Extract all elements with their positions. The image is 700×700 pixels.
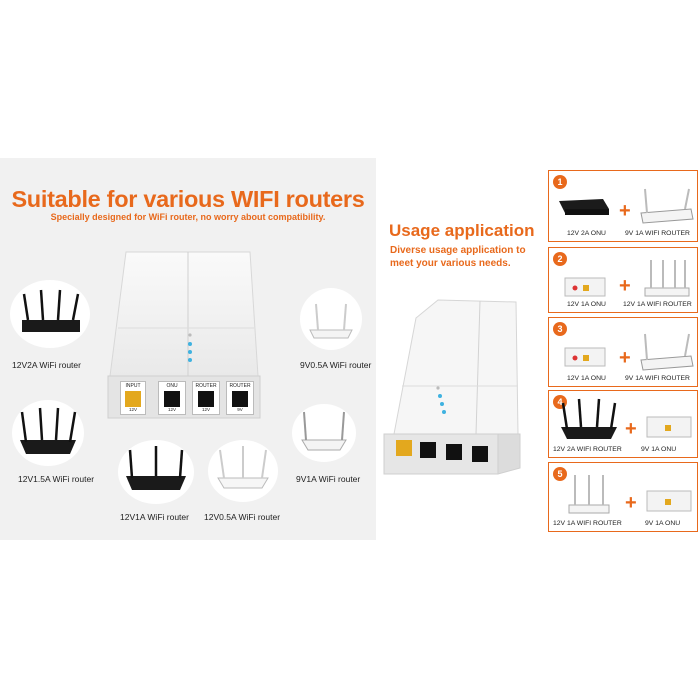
port-label: INPUT [125,383,141,389]
router-label: 12V2A WiFi router [12,360,81,370]
usage-right-label: 9V 1A ONU [641,446,677,453]
port-voltage: 12V [167,407,176,412]
usage-right-label: 9V 1A WIFI ROUTER [625,375,690,382]
plus-icon: + [625,418,637,440]
usage-right-label: 9V 1A WIFI ROUTER [625,230,690,237]
port-voltage: 12V [128,407,137,412]
router-image-frame [118,440,194,504]
input-port: INPUT 12V [120,381,146,415]
router-image-frame [12,400,84,466]
port-label: ROUTER [195,383,217,389]
dc-input-jack [125,391,141,407]
router-label: 12V1A WiFi router [120,512,189,522]
dc-output-jack [232,391,248,407]
white-router-icon [217,446,269,489]
usage-item-1: 1 + 12V 2A ONU 9V 1A WIFI ROUTER [548,170,698,242]
plus-icon: + [619,275,631,297]
usage-item-3: 3 + 12V 1A ONU 9V 1A WIFI ROUTER [548,317,698,387]
usage-subtitle: Diverse usage application to meet your v… [390,245,526,269]
usage-item-4: 4 + 12V 2A WIFI ROUTER 9V 1A ONU [548,390,698,458]
white-router-icon [568,475,610,514]
port-label: ROUTER [229,383,251,389]
usage-right-label: 9V 1A ONU [645,520,681,527]
white-router-icon [644,260,690,297]
port-voltage: 12V [201,407,210,412]
router-label: 9V1A WiFi router [296,474,361,484]
usage-number-badge: 5 [553,467,567,481]
dc-output-jack [164,391,180,407]
white-router-icon [301,411,347,451]
white-router-icon [309,303,353,339]
plus-icon: + [619,200,631,222]
white-onu-icon [646,490,692,512]
usage-left-label: 12V 2A WIFI ROUTER [553,446,622,453]
white-onu-icon [564,277,606,297]
router-image-frame [208,440,278,502]
white-router-icon [640,188,694,224]
router-label: 12V0.5A WiFi router [204,512,281,522]
black-router-icon [561,398,617,439]
usage-item-2: 2 + 12V 1A ONU 12V 1A WIFI ROUTER [548,247,698,313]
port-label: ONU [166,383,178,389]
usage-left-label: 12V 1A ONU [567,301,606,308]
black-router-icon [126,446,186,490]
usage-left-label: 12V 2A ONU [567,230,606,237]
white-router-icon [640,333,694,371]
white-onu-icon [646,416,692,438]
black-onu-icon [559,199,609,215]
plus-icon: + [625,492,637,514]
router-label: 12V1.5A WiFi router [18,474,95,484]
mini-ups-device-angled-image [383,299,521,475]
white-onu-icon [564,347,606,367]
usage-number-badge: 1 [553,175,567,189]
compatibility-title: Suitable for various WIFI routers [11,186,365,212]
black-router-icon [22,289,80,332]
router-image-frame [300,288,362,350]
router-label: 9V0.5A WiFi router [300,360,372,370]
onu-port: ONU 12V [158,381,186,415]
router-port-12v: ROUTER 12V [192,381,220,415]
usage-number-badge: 2 [553,252,567,266]
black-router-icon [20,407,77,454]
dc-output-jack [198,391,214,407]
plus-icon: + [619,347,631,369]
usage-left-label: 12V 1A WIFI ROUTER [553,520,622,527]
router-image-frame [292,404,356,462]
usage-number-badge: 3 [553,322,567,336]
usage-title: Usage application [389,221,535,240]
usage-item-5: 5 + 12V 1A WIFI ROUTER 9V 1A ONU [548,462,698,532]
router-image-frame [10,280,90,348]
usage-right-label: 12V 1A WIFI ROUTER [623,301,692,308]
compatibility-subtitle: Specially designed for WiFi router, no w… [50,212,326,222]
router-port-9v: ROUTER 9V [226,381,254,415]
usage-left-label: 12V 1A ONU [567,375,606,382]
port-voltage: 9V [237,407,243,412]
